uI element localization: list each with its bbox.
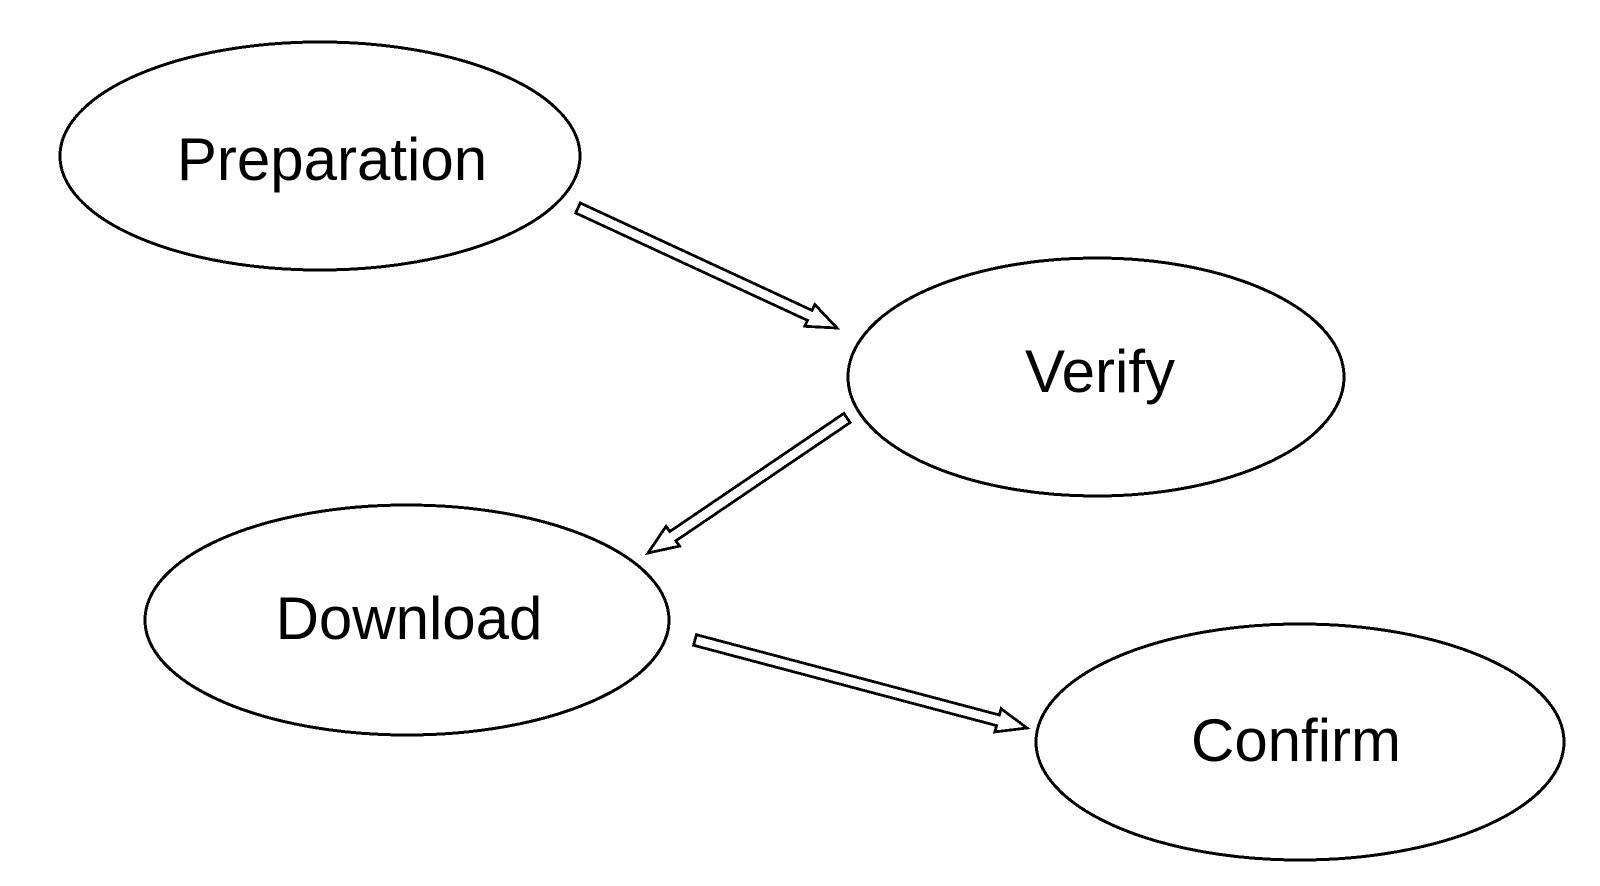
- node-confirm: Confirm: [1034, 622, 1566, 862]
- preparation-ellipse: [58, 40, 582, 272]
- download-ellipse: [143, 503, 671, 737]
- node-verify: Verify: [846, 256, 1346, 498]
- edge-arrow-preparation-to-verify: [573, 201, 841, 330]
- edge-arrow-download-to-confirm: [691, 632, 1031, 734]
- verify-label: Verify: [1025, 338, 1175, 405]
- confirm-label: Confirm: [1191, 707, 1401, 774]
- edge-arrow-verify-to-download: [644, 411, 853, 556]
- preparation-label: Preparation: [177, 126, 487, 193]
- confirm-ellipse: [1034, 622, 1566, 862]
- verify-ellipse: [846, 256, 1346, 498]
- node-download: Download: [143, 503, 671, 737]
- download-label: Download: [276, 585, 543, 652]
- node-preparation: Preparation: [58, 40, 582, 272]
